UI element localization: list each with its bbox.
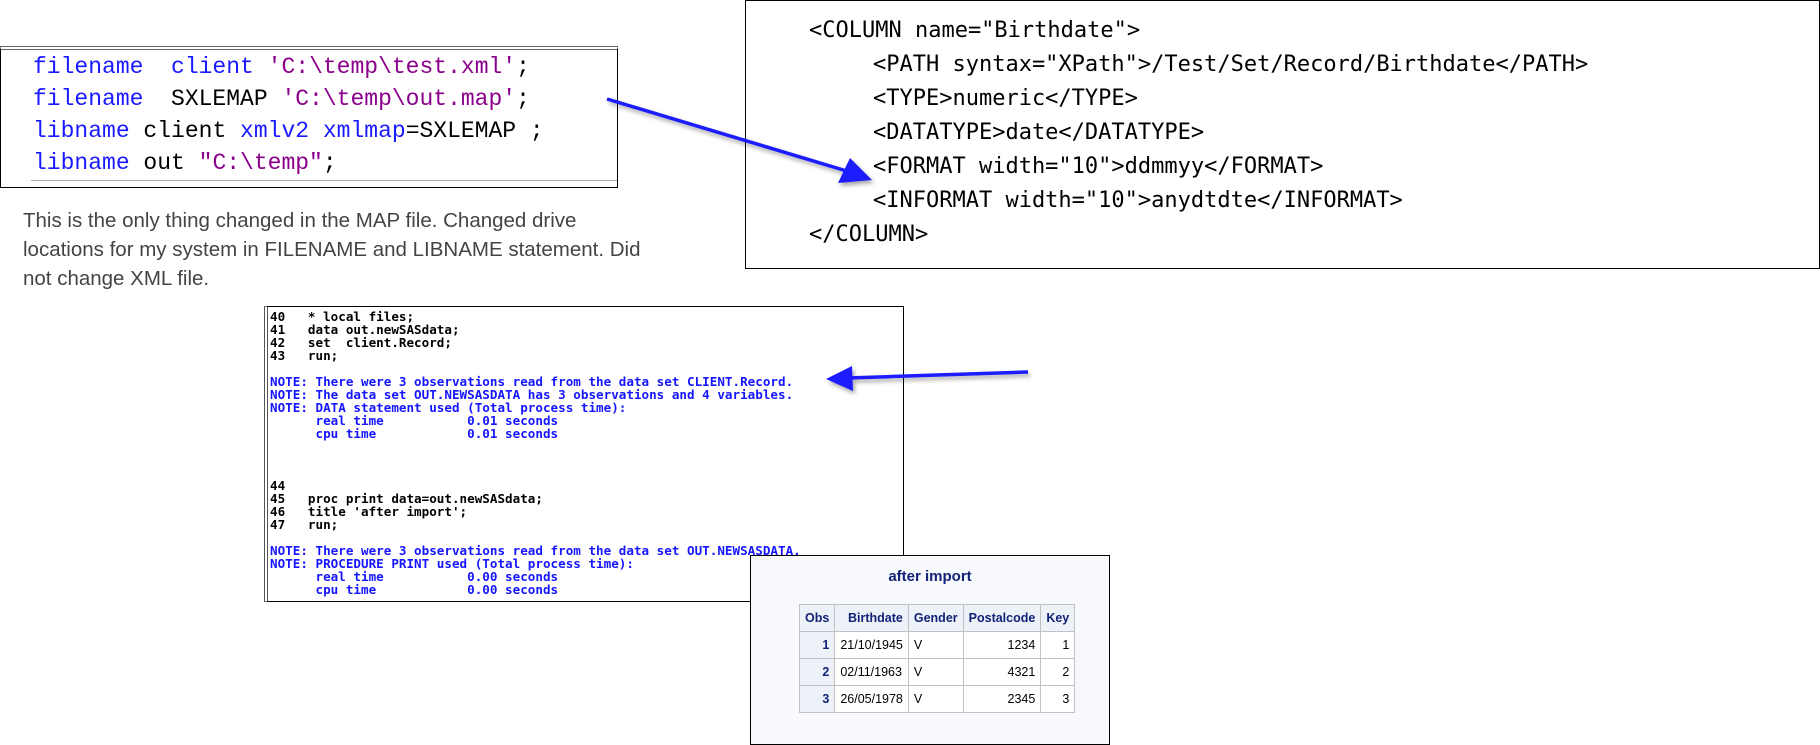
- code-line: filename SXLEMAP 'C:\temp\out.map';: [33, 86, 530, 112]
- code-token: filename: [33, 54, 144, 80]
- table-cell: V: [907, 685, 964, 713]
- table-cell: V: [907, 631, 964, 659]
- xml-line: <PATH syntax="XPath">/Test/Set/Record/Bi…: [873, 52, 1589, 77]
- log-note-line: real time 0.01 seconds: [270, 413, 559, 428]
- xml-map-snippet: <COLUMN name="Birthdate"> <PATH syntax="X…: [745, 0, 1820, 269]
- log-source-line: 44: [270, 478, 286, 493]
- code-token: "C:\temp": [198, 150, 323, 176]
- code-token: client: [129, 118, 241, 144]
- table-cell: 3: [798, 685, 836, 713]
- table-cell: 1234: [962, 631, 1042, 659]
- log-note-line: NOTE: DATA statement used (Total process…: [270, 400, 627, 415]
- code-token: ;: [516, 86, 530, 112]
- divider: [31, 180, 617, 181]
- column-header: Obs: [798, 604, 836, 632]
- code-line: libname client xmlv2 xmlmap=SXLEMAP ;: [33, 118, 544, 144]
- log-source-line: 40 * local files;: [270, 309, 415, 324]
- table-cell: 1: [1040, 631, 1076, 659]
- column-header: Birthdate: [834, 604, 909, 632]
- code-token: SXLEMAP: [143, 86, 282, 112]
- log-source-line: 47 run;: [270, 517, 339, 532]
- xml-line: <TYPE>numeric</TYPE>: [873, 86, 1138, 111]
- log-source-line: 43 run;: [270, 348, 339, 363]
- xml-line: <FORMAT width="10">ddmmyy</FORMAT>: [873, 154, 1324, 179]
- xml-line: <INFORMAT width="10">anydtdte</INFORMAT>: [873, 188, 1403, 213]
- explanation-note: This is the only thing changed in the MA…: [23, 209, 641, 290]
- column-header: Gender: [907, 604, 964, 632]
- table-cell: 1: [798, 631, 836, 659]
- table-cell: 02/11/1963: [834, 658, 909, 686]
- table-cell: 26/05/1978: [834, 685, 909, 713]
- code-token: client: [143, 54, 268, 80]
- log-source-line: 46 title 'after import';: [270, 504, 468, 519]
- column-header: Key: [1040, 604, 1076, 632]
- code-token: libname: [33, 118, 130, 144]
- code-token: ;: [322, 150, 337, 176]
- code-line: libname out "C:\temp";: [33, 150, 337, 176]
- table-cell: 21/10/1945: [834, 631, 909, 659]
- code-token: xmlv2 xmlmap: [240, 118, 406, 144]
- table-cell: 2345: [962, 685, 1042, 713]
- code-token: 'C:\temp\test.xml': [267, 54, 517, 80]
- xml-line: <COLUMN name="Birthdate">: [809, 18, 1141, 43]
- code-token: filename: [33, 86, 144, 112]
- output-title: after import: [888, 568, 972, 585]
- log-note-line: real time 0.00 seconds: [270, 569, 559, 584]
- table-cell: 2: [1040, 658, 1076, 686]
- log-source-line: 45 proc print data=out.newSASdata;: [270, 491, 543, 506]
- code-token: libname: [33, 150, 130, 176]
- log-note-line: NOTE: There were 3 observations read fro…: [270, 543, 801, 558]
- sas-code-snippet: filename client 'C:\temp\test.xml';filen…: [0, 46, 618, 188]
- log-source-line: 41 data out.newSASdata;: [270, 322, 460, 337]
- sas-log-window: 40 * local files;41 data out.newSASdata;…: [264, 306, 904, 602]
- log-note-line: cpu time 0.01 seconds: [270, 426, 559, 441]
- log-note-line: NOTE: PROCEDURE PRINT used (Total proces…: [270, 556, 634, 571]
- code-line: filename client 'C:\temp\test.xml';: [33, 54, 530, 80]
- code-token: 'C:\temp\out.map': [281, 86, 517, 112]
- xml-line: </COLUMN>: [809, 222, 929, 247]
- code-token: =SXLEMAP ;: [405, 118, 544, 144]
- table-cell: 4321: [962, 658, 1042, 686]
- code-token: ;: [516, 54, 530, 80]
- log-source-line: 42 set client.Record;: [270, 335, 452, 350]
- column-header: Postalcode: [962, 604, 1042, 632]
- log-note-line: cpu time 0.00 seconds: [270, 582, 559, 597]
- table-cell: 3: [1040, 685, 1076, 713]
- log-note-line: NOTE: The data set OUT.NEWSASDATA has 3 …: [270, 387, 794, 402]
- table-cell: 2: [798, 658, 836, 686]
- table-cell: V: [907, 658, 964, 686]
- xml-line: <DATATYPE>date</DATATYPE>: [873, 120, 1205, 145]
- log-note-line: NOTE: There were 3 observations read fro…: [270, 374, 794, 389]
- code-token: out: [129, 150, 199, 176]
